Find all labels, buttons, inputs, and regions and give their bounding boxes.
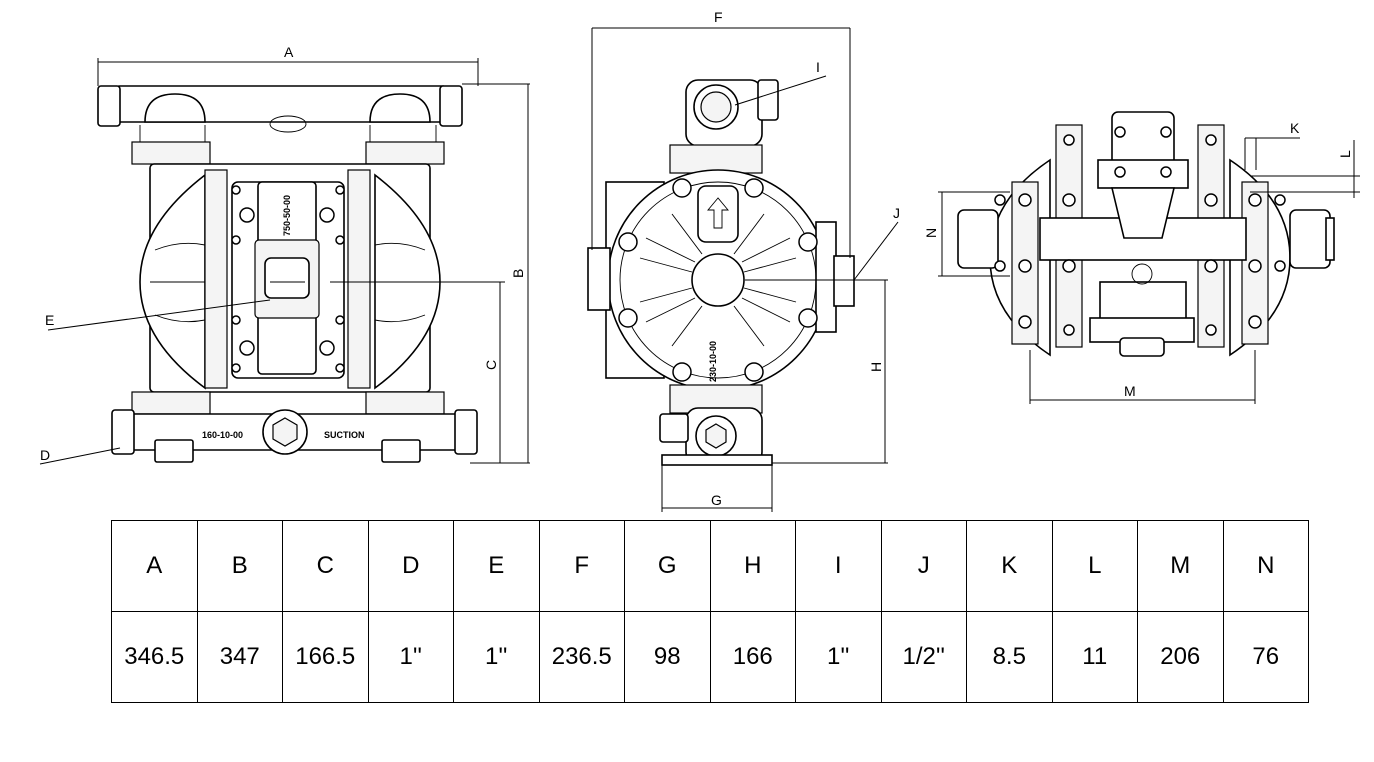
pump-dimension-drawing: 750-50-00 160-10-00 SUCTION A B C [39, 9, 1360, 512]
callout-g: G [711, 492, 722, 508]
callout-f: F [714, 9, 723, 25]
table-header-cell: H [709, 520, 796, 612]
table-header-cell: K [966, 520, 1053, 612]
side-cover-part-number: 230-10-00 [708, 341, 718, 382]
callout-m: M [1124, 383, 1136, 399]
table-value-cell: 166 [709, 611, 796, 703]
callout-e: E [45, 312, 54, 328]
callout-k: K [1290, 120, 1300, 136]
callout-h: H [868, 362, 884, 372]
table-value-cell: 1'' [453, 611, 540, 703]
table-header-cell: E [453, 520, 540, 612]
center-block-part-number: 750-50-00 [282, 195, 292, 236]
table-header-cell: F [538, 520, 625, 612]
table-header-cell: I [795, 520, 882, 612]
table-header-cell: B [196, 520, 283, 612]
side-view: 230-10-00 F I J H G [587, 9, 900, 512]
callout-a: A [284, 44, 294, 60]
front-view: 750-50-00 160-10-00 SUCTION A B C [39, 44, 530, 465]
table-header-cell: G [624, 520, 711, 612]
table-value-cell: 76 [1222, 611, 1309, 703]
callout-n: N [923, 228, 939, 238]
callout-i: I [816, 59, 820, 75]
top-view: N M K L [923, 111, 1360, 404]
table-value-cell: 1'' [795, 611, 882, 703]
table-value-cell: 8.5 [966, 611, 1053, 703]
table-value-cell: 347 [196, 611, 283, 703]
table-value-cell: 206 [1137, 611, 1224, 703]
table-value-cell: 1/2'' [880, 611, 967, 703]
table-value-row: 346.5 347 166.5 1'' 1'' 236.5 98 166 1''… [111, 611, 1309, 703]
table-value-cell: 166.5 [282, 611, 369, 703]
table-value-cell: 11 [1051, 611, 1138, 703]
table-value-cell: 346.5 [111, 611, 198, 703]
table-header-cell: A [111, 520, 198, 612]
table-header-cell: C [282, 520, 369, 612]
table-header-cell: D [367, 520, 454, 612]
suction-manifold-part-number: 160-10-00 [202, 430, 243, 440]
callout-c: C [483, 360, 499, 370]
suction-manifold-label: SUCTION [324, 430, 365, 440]
table-value-cell: 236.5 [538, 611, 625, 703]
table-header-cell: L [1051, 520, 1138, 612]
callout-b: B [510, 269, 526, 278]
table-value-cell: 98 [624, 611, 711, 703]
callout-j: J [893, 205, 900, 221]
callout-d: D [40, 447, 50, 463]
table-value-cell: 1'' [367, 611, 454, 703]
table-header-cell: N [1222, 520, 1309, 612]
table-header-cell: J [880, 520, 967, 612]
callout-l: L [1337, 150, 1353, 158]
dimension-table: A B C D E F G H I J K L M N 346.5 347 16… [111, 520, 1309, 703]
table-header-row: A B C D E F G H I J K L M N [111, 520, 1309, 612]
table-header-cell: M [1137, 520, 1224, 612]
